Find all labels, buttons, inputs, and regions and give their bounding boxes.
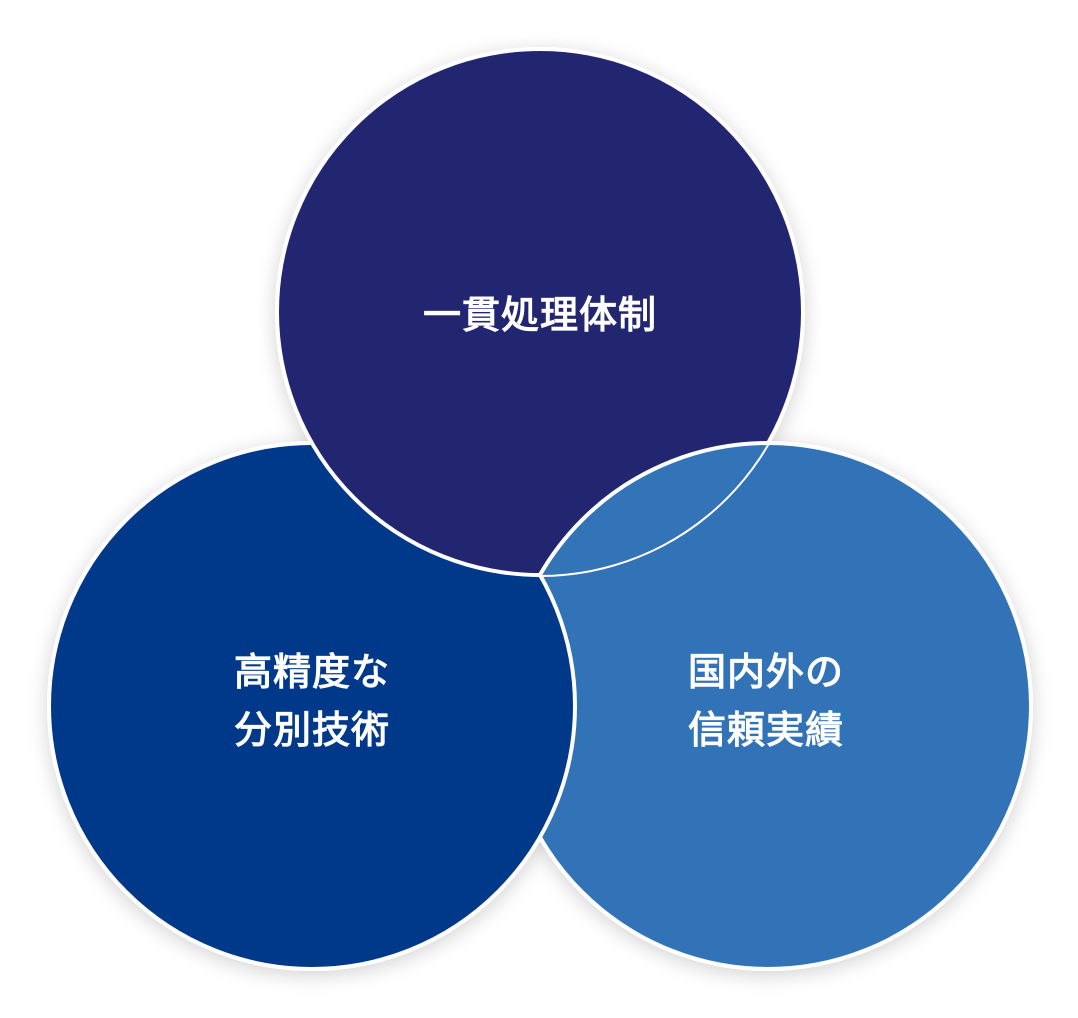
label-left-line-1: 高精度な	[233, 650, 390, 694]
label-left: 高精度な 分別技術	[112, 643, 512, 759]
label-left-line-2: 分別技術	[233, 708, 390, 752]
label-right-line-1: 国内外の	[687, 650, 844, 694]
label-right-line-2: 信頼実績	[687, 708, 844, 752]
label-top: 一貫処理体制	[340, 286, 740, 344]
label-right: 国内外の 信頼実績	[566, 643, 966, 759]
label-top-line-1: 一貫処理体制	[422, 293, 657, 337]
